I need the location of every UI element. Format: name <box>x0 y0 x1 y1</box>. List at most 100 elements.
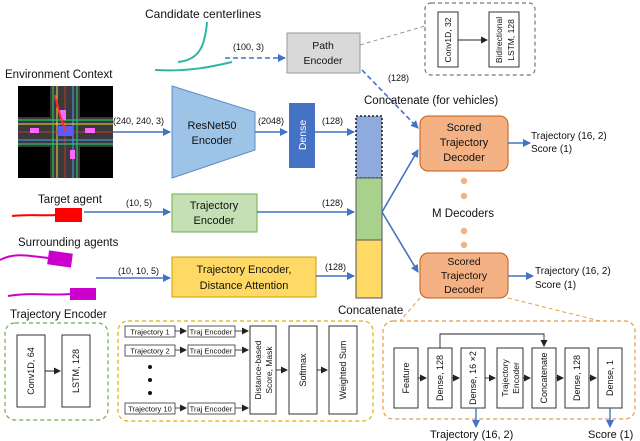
svg-text:Scored: Scored <box>447 122 482 134</box>
svg-text:Score, Mask: Score, Mask <box>264 346 274 394</box>
concat-to-decoder-bottom-arrow <box>381 211 419 273</box>
path-detail-connector <box>359 25 426 46</box>
svg-text:Decoder: Decoder <box>444 284 484 296</box>
encoder-detail-lstm-box: LSTM, 128 <box>61 334 91 408</box>
svg-text:Encoder: Encoder <box>194 215 235 227</box>
svg-text:Traj Encoder: Traj Encoder <box>190 328 233 337</box>
svg-text:LSTM, 128: LSTM, 128 <box>71 349 81 393</box>
resnet50-encoder: ResNet50 Encoder <box>171 85 256 179</box>
svg-text:Dense, 128: Dense, 128 <box>572 355 582 401</box>
svg-text:Encoder: Encoder <box>511 362 521 394</box>
svg-text:Trajectory 2: Trajectory 2 <box>130 347 169 356</box>
svg-text:Dense, 1: Dense, 1 <box>605 360 615 396</box>
attention-row-10: Trajectory 10 Traj Encoder <box>124 402 249 415</box>
path-encoder-output-arrow <box>361 69 419 129</box>
surrounding-input-dim: (10, 10, 5) <box>118 266 159 276</box>
concat-column <box>355 115 383 299</box>
decoder-detail-traj-encoder-box: Trajectory Encoder <box>496 347 524 409</box>
decoder-ellipsis-dots <box>460 177 468 249</box>
decoder-detail-dense128b-box: Dense, 128 <box>564 347 590 409</box>
dense-output-dim: (128) <box>322 116 343 126</box>
svg-text:Conv1D, 64: Conv1D, 64 <box>26 347 36 395</box>
svg-text:LSTM, 128: LSTM, 128 <box>506 19 516 61</box>
svg-text:Trajectory: Trajectory <box>441 270 488 282</box>
svg-text:Conv1D, 32: Conv1D, 32 <box>443 17 453 62</box>
trajectory-output-dim: (128) <box>322 198 343 208</box>
decoder-detail-dense16x2-box: Dense, 16 ×2 <box>460 347 486 409</box>
resnet-input-dim: (240, 240, 3) <box>113 116 164 126</box>
svg-text:Trajectory 10: Trajectory 10 <box>128 405 172 414</box>
path-detail-conv-box: Conv1D, 32 <box>437 11 459 68</box>
surrounding-agents-label: Surrounding agents <box>18 237 119 249</box>
attention-row-2: Trajectory 2 Traj Encoder <box>124 344 249 357</box>
environment-context-label: Environment Context <box>5 69 113 81</box>
distance-attention-box: Trajectory Encoder, Distance Attention <box>171 256 317 298</box>
encoder-detail-frame <box>4 322 109 421</box>
svg-text:Trajectory: Trajectory <box>440 137 489 149</box>
decoder-detail-connector <box>399 297 421 322</box>
svg-text:Dense: Dense <box>297 120 309 151</box>
decoder-detail-frame <box>382 320 636 420</box>
svg-text:Distance Attention: Distance Attention <box>200 280 289 292</box>
concatenate-label: Concatenate <box>338 305 403 317</box>
encoder-detail-conv-box: Conv1D, 64 <box>16 334 46 408</box>
svg-text:Trajectory: Trajectory <box>190 200 239 212</box>
score-mask-box: Distance-based Score, Mask <box>249 325 277 415</box>
attention-ellipsis-dots <box>148 365 152 395</box>
decoder-detail-connector-right <box>507 297 601 322</box>
svg-text:Feature: Feature <box>401 362 411 393</box>
trajectory-encoder-box: Trajectory Encoder <box>171 193 258 233</box>
svg-text:Softmax: Softmax <box>298 353 308 387</box>
svg-text:Path: Path <box>312 40 334 52</box>
scored-trajectory-decoder-bottom: Scored Trajectory Decoder <box>419 252 509 299</box>
decoder-top-trajectory-out: Trajectory (16, 2) <box>531 131 607 142</box>
path-output-dim: (128) <box>388 73 409 83</box>
path-encoder-box: Path Encoder <box>286 32 361 74</box>
svg-text:Bidirectional: Bidirectional <box>494 17 504 63</box>
decoder-detail-concatenate-box: Concatenate <box>531 347 557 409</box>
svg-text:Encoder: Encoder <box>303 55 343 67</box>
svg-text:Decoder: Decoder <box>443 152 485 164</box>
scored-trajectory-decoder-top: Scored Trajectory Decoder <box>419 115 509 172</box>
attention-output-dim: (128) <box>325 262 346 272</box>
svg-text:Distance-based: Distance-based <box>253 340 263 399</box>
attention-detail-frame <box>117 320 374 422</box>
softmax-box: Softmax <box>288 325 318 415</box>
svg-text:Trajectory Encoder,: Trajectory Encoder, <box>197 264 292 276</box>
dense-layer: Dense <box>289 103 315 168</box>
svg-text:ResNet50: ResNet50 <box>188 120 237 132</box>
svg-text:Trajectory: Trajectory <box>500 359 510 397</box>
decoder-detail-feature-box: Feature <box>393 347 419 409</box>
svg-text:Dense, 16 ×2: Dense, 16 ×2 <box>468 351 478 405</box>
decoder-bottom-score-out: Score (1) <box>535 280 576 291</box>
environment-map-image <box>18 86 113 178</box>
trajectory-encoder-caption: Trajectory Encoder <box>10 309 107 321</box>
path-detail-lstm-box: Bidirectional LSTM, 128 <box>488 11 520 68</box>
target-agent-label: Target agent <box>38 194 103 206</box>
decoder-detail-score-out: Score (1) <box>588 429 633 441</box>
svg-text:Traj Encoder: Traj Encoder <box>190 347 233 356</box>
concat-vehicles-label: Concatenate (for vehicles) <box>364 95 498 107</box>
svg-text:Encoder: Encoder <box>192 135 233 147</box>
centerline-curve-2 <box>154 61 233 72</box>
surrounding-agents-icon <box>0 250 96 300</box>
decoder-detail-trajectory-out: Trajectory (16, 2) <box>430 429 513 441</box>
target-agent-icon <box>11 208 82 222</box>
svg-text:Traj Encoder: Traj Encoder <box>190 405 233 414</box>
concat-to-decoder-top-arrow <box>381 149 419 213</box>
m-decoders-label: M Decoders <box>432 208 494 220</box>
svg-text:Concatenate: Concatenate <box>539 352 549 403</box>
weighted-sum-box: Weighted Sum <box>328 325 358 415</box>
decoder-bottom-trajectory-out: Trajectory (16, 2) <box>535 266 611 277</box>
path-detail-frame <box>424 2 536 76</box>
decoder-detail-skip-connection <box>439 333 548 348</box>
decoder-top-score-out: Score (1) <box>531 144 572 155</box>
attention-row-1: Trajectory 1 Traj Encoder <box>124 325 249 338</box>
decoder-detail-dense128-box: Dense, 128 <box>427 347 453 409</box>
svg-text:Scored: Scored <box>447 256 480 268</box>
path-input-dim: (100, 3) <box>233 42 264 52</box>
svg-text:Trajectory 1: Trajectory 1 <box>130 328 169 337</box>
svg-text:Weighted Sum: Weighted Sum <box>338 341 348 400</box>
candidate-centerlines-label: Candidate centerlines <box>145 7 261 21</box>
